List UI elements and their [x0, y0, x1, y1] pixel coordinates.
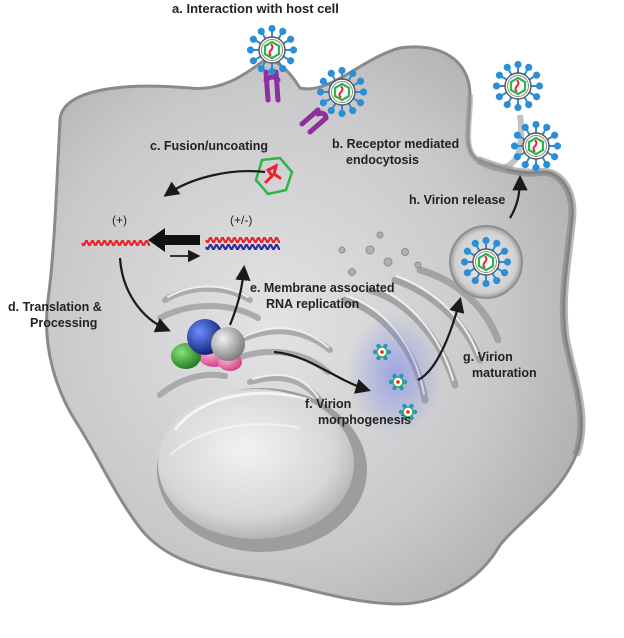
flow-arrows	[118, 170, 528, 394]
label-g-line2: maturation	[472, 366, 537, 380]
arrow-bold-duplex-to-plus	[148, 228, 200, 252]
ribosome-cluster	[171, 319, 245, 371]
immature-virion-2	[388, 373, 408, 391]
uncoated-capsid	[254, 156, 294, 196]
immature-virion-1	[372, 343, 392, 361]
label-d-line1: d. Translation &	[8, 300, 102, 314]
arrow-morphogenesis	[273, 350, 371, 394]
rna-plus-strand-left	[81, 239, 150, 247]
label-plus-strand: (+)	[112, 213, 127, 227]
label-a-interaction: a. Interaction with host cell	[172, 1, 339, 16]
er-membranes	[157, 285, 333, 403]
label-f-line2: morphogenesis	[318, 413, 412, 427]
label-b-line1: b. Receptor mediated	[332, 137, 460, 151]
arrow-maturation	[417, 297, 465, 381]
nucleus	[157, 388, 367, 552]
label-e-line2: RNA replication	[266, 297, 360, 311]
arrow-translation	[118, 257, 171, 333]
immature-virion-3	[398, 403, 418, 421]
virion-endocytosis	[316, 66, 368, 118]
rna-duplex-right	[205, 236, 280, 251]
small-vesicles	[338, 231, 422, 276]
virion-released-2	[510, 120, 562, 172]
label-d-line2: Processing	[30, 316, 98, 330]
label-h-release: h. Virion release	[409, 193, 506, 207]
label-e-line1: e. Membrane associated	[250, 281, 395, 295]
receptor-2	[299, 107, 329, 135]
label-plusminus-strand: (+/-)	[230, 213, 253, 227]
arrow-release	[509, 174, 528, 219]
virion-attaching	[246, 24, 298, 76]
virion-released-1	[492, 60, 544, 112]
release-channel	[465, 94, 525, 172]
receptor-1	[263, 69, 281, 103]
cell-rim	[476, 156, 586, 457]
label-g-line1: g. Virion	[463, 350, 513, 364]
virions-layer	[246, 24, 562, 421]
virion-in-vesicle	[460, 236, 512, 288]
label-f-line1: f. Virion	[305, 397, 352, 411]
label-c-fusion: c. Fusion/uncoating	[150, 139, 269, 153]
arrow-replication	[228, 264, 251, 326]
label-b-line2: endocytosis	[346, 153, 419, 167]
arrow-fusion	[163, 170, 266, 197]
